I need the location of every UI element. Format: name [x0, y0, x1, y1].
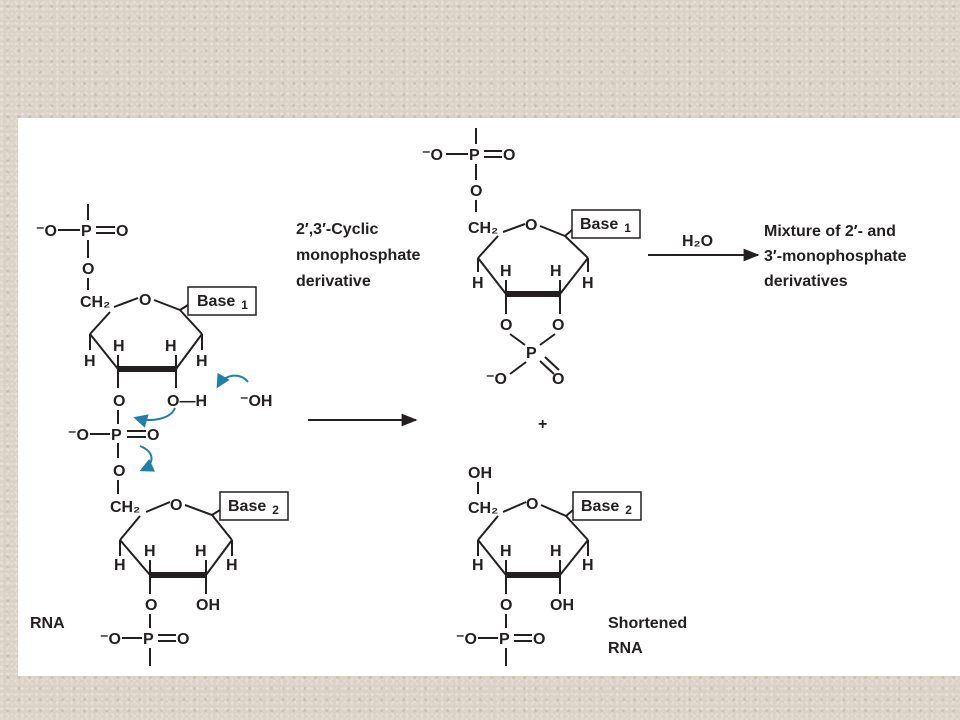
cp-h-2: H: [500, 263, 512, 280]
ch2-label: CH₂: [80, 294, 110, 311]
h-3: H: [165, 338, 177, 355]
shortened-rna-label-2: RNA: [608, 640, 643, 657]
ring-oxygen-2: O: [170, 497, 182, 514]
shortened-rna-label-1: Shortened: [608, 615, 687, 632]
cp-p: P: [469, 147, 480, 164]
h-5: H: [114, 557, 126, 574]
cp-h-4: H: [582, 275, 594, 292]
cp-ring-oxygen: O: [525, 217, 537, 234]
ring-oxygen: O: [139, 292, 151, 309]
cyclic-label-1: 2′,3′-Cyclic: [296, 221, 378, 238]
o-3prime: O: [113, 393, 125, 410]
sr-phosphate-p: P: [499, 631, 510, 648]
mixture-label-2: 3′-monophosphate: [764, 248, 907, 265]
rna-label: RNA: [30, 615, 65, 632]
cp-base-1-box: [571, 209, 641, 239]
h-1: H: [84, 353, 96, 370]
h-6: H: [144, 543, 156, 560]
central-phosphate-p: P: [111, 427, 122, 444]
electron-arrow-2: [133, 407, 176, 428]
sr-ch2: CH₂: [468, 500, 498, 517]
hydroxide-ion: ⁻OH: [240, 393, 272, 410]
central-phosphate-o: O: [147, 427, 159, 444]
mixture-label-1: Mixture of 2′- and: [764, 223, 896, 240]
cp-cyclic-p: P: [526, 345, 537, 362]
o-3prime-2: O: [145, 597, 157, 614]
sr-h-2: H: [500, 543, 512, 560]
base-2-box: [219, 491, 289, 521]
phosphate-p: P: [81, 223, 92, 240]
h-8: H: [226, 557, 238, 574]
sr-phosphate-o: O: [533, 631, 545, 648]
cp-cyclic-o-minus: ⁻O: [486, 371, 507, 388]
sr-o-3prime: O: [500, 597, 512, 614]
sr-h-3: H: [550, 543, 562, 560]
bottom-phosphate-o: O: [177, 631, 189, 648]
base-1-box: [187, 286, 257, 316]
bottom-phosphate-o-minus: ⁻O: [100, 631, 121, 648]
cp-ch2: CH₂: [468, 220, 498, 237]
h-7: H: [195, 543, 207, 560]
cp-o-minus: ⁻O: [422, 147, 443, 164]
bottom-phosphate-p: P: [143, 631, 154, 648]
sr-ring-oxygen: O: [526, 496, 538, 513]
sr-5prime-oh: OH: [468, 465, 492, 482]
sr-oh-2prime: OH: [550, 597, 574, 614]
sr-base-2-box: [572, 491, 642, 521]
electron-arrow-3: [139, 445, 156, 472]
phosphate-o-minus: ⁻O: [36, 223, 57, 240]
electron-arrow-1: [216, 372, 249, 389]
mixture-label-3: derivatives: [764, 273, 848, 290]
sr-phosphate-o-minus: ⁻O: [456, 631, 477, 648]
h-2: H: [113, 338, 125, 355]
cp-ester-o: O: [470, 183, 482, 200]
cp-h-1: H: [472, 275, 484, 292]
cp-o: O: [503, 147, 515, 164]
sr-h-1: H: [472, 557, 484, 574]
cp-o-2prime: O: [552, 317, 564, 334]
ester-o-5prime: O: [113, 463, 125, 480]
cyclic-label-3: derivative: [296, 273, 371, 290]
water-reagent: H₂O: [682, 233, 713, 250]
cp-h-3: H: [550, 263, 562, 280]
cyclic-label-2: monophosphate: [296, 247, 421, 264]
plus-sign: +: [538, 416, 547, 433]
phosphate-o: O: [116, 223, 128, 240]
diagram-panel: [18, 118, 960, 676]
cp-o-3prime: O: [500, 317, 512, 334]
central-phosphate-o-minus: ⁻O: [68, 427, 89, 444]
o-h-2prime: O—H: [167, 393, 207, 410]
ester-o: O: [82, 261, 94, 278]
oh-2prime-2: OH: [196, 597, 220, 614]
ch2-label-2: CH₂: [110, 499, 140, 516]
h-4: H: [196, 353, 208, 370]
sr-h-4: H: [582, 557, 594, 574]
cp-cyclic-o: O: [552, 371, 564, 388]
